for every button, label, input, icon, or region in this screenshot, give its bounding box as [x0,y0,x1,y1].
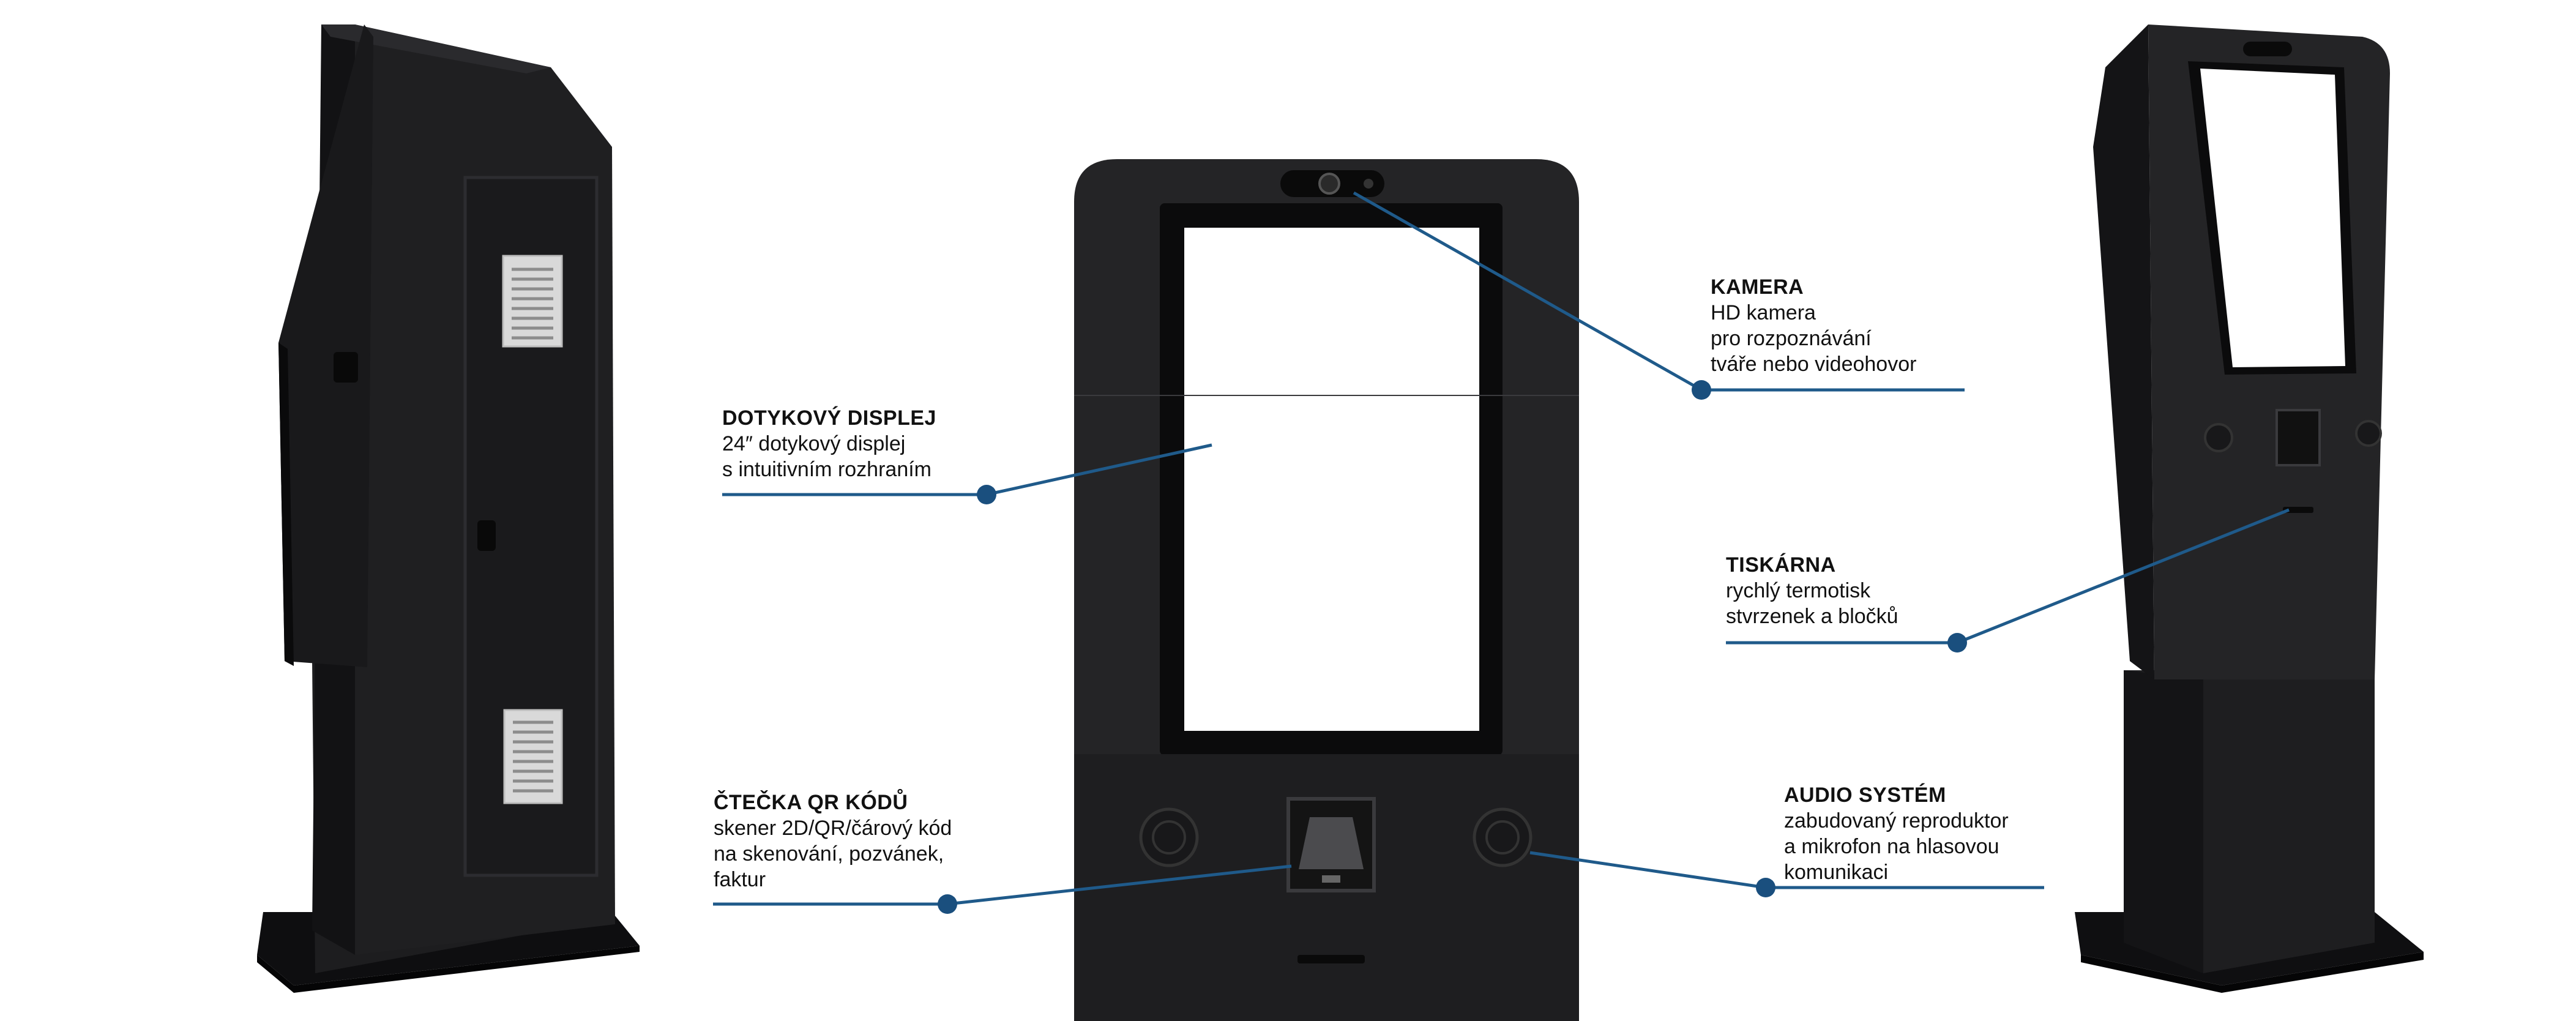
left-kiosk [257,24,640,993]
camera-icon [2243,42,2292,56]
callout-ctecka: ČTEČKA QR KÓDŮ skener 2D/QR/čárový kód n… [714,790,952,892]
speaker-icon [2204,423,2233,452]
lock-icon [477,520,496,551]
speaker-icon [1473,807,1533,867]
vent-grille-icon [503,709,563,804]
callout-line: stvrzenek a bločků [1726,605,1898,628]
callout-title: TISKÁRNA [1726,553,1836,577]
callout-title: ČTEČKA QR KÓDŮ [714,791,908,814]
printer-slot-icon [1297,955,1365,963]
callout-line: 24″ dotykový displej [722,432,906,455]
speaker-icon [1139,807,1199,867]
callout-line: komunikaci [1784,861,1889,884]
center-kiosk [1074,159,1579,1021]
right-kiosk [2075,24,2424,993]
callout-line: skener 2D/QR/čárový kód [714,817,952,840]
callout-audio: AUDIO SYSTÉM zabudovaný reproduktor a mi… [1784,782,2009,885]
callout-line: rychlý termotisk [1726,579,1871,602]
callout-title: DOTYKOVÝ DISPLEJ [722,406,936,430]
callout-dots [938,380,1967,914]
touch-display-side [2200,69,2345,367]
callout-line: zabudovaný reproduktor [1784,809,2009,832]
vent-grille-icon [502,255,563,348]
touch-display [1184,228,1479,731]
callout-line: HD kamera [1711,301,1816,324]
callout-line: faktur [714,868,766,891]
callout-line: a mikrofon na hlasovou [1784,835,1999,858]
qr-scanner-icon [2275,409,2321,466]
lock-icon [334,352,358,383]
callout-title: KAMERA [1711,275,1804,299]
callout-lines [713,191,2290,906]
callout-title: AUDIO SYSTÉM [1784,784,1946,807]
callout-line: s intuitivním rozhraním [722,458,931,481]
camera-icon [1280,170,1384,197]
callout-line: tváře nebo videohovor [1711,353,1917,376]
qr-scanner-icon [1286,797,1376,892]
callout-kamera: KAMERA HD kamera pro rozpoznávání tváře … [1711,274,1916,377]
callout-displej: DOTYKOVÝ DISPLEJ 24″ dotykový displej s … [722,405,936,482]
printer-slot-icon [2283,507,2313,513]
callout-tiskarna: TISKÁRNA rychlý termotisk stvrzenek a bl… [1726,552,1898,629]
callout-line: pro rozpoznávání [1711,327,1872,350]
callout-line: na skenování, pozvánek, [714,842,944,866]
speaker-icon [2355,420,2382,447]
